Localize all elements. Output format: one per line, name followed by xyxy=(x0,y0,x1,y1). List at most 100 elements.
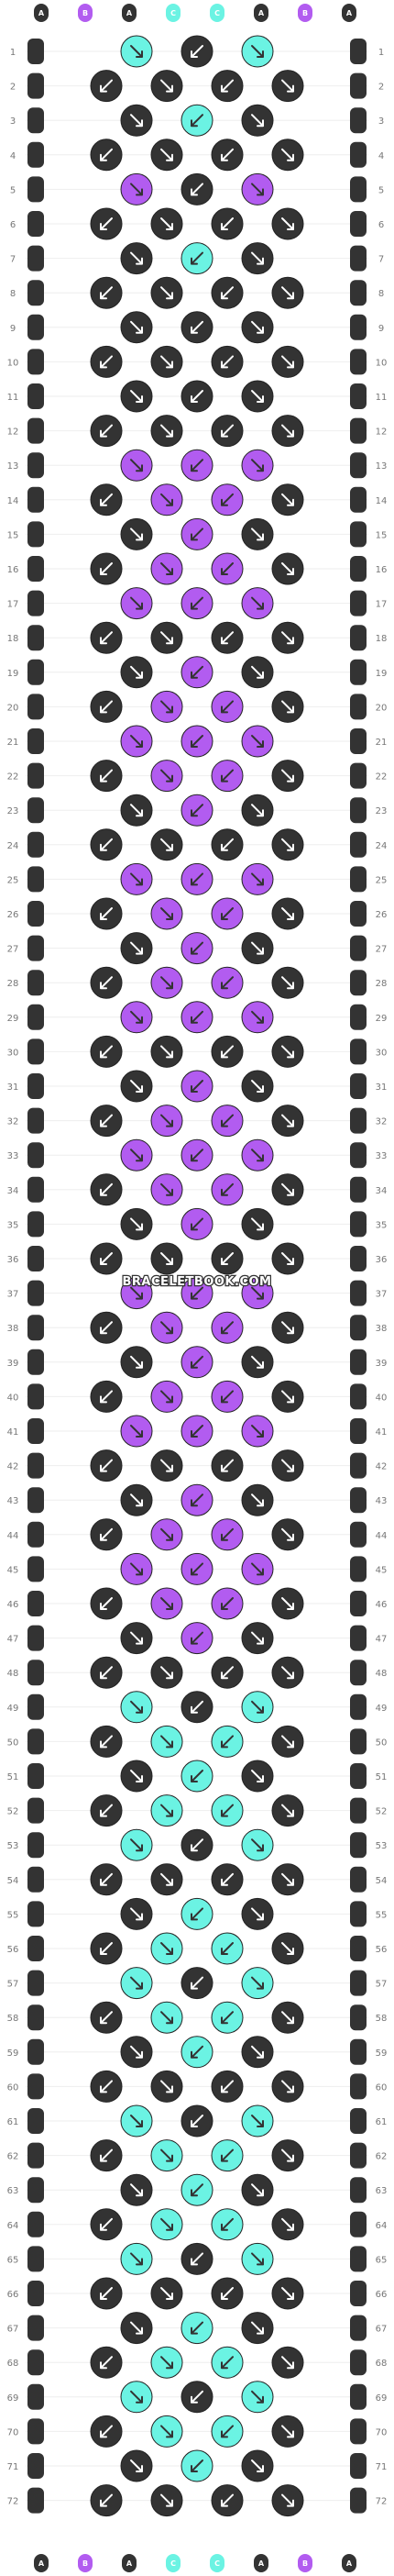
row-number-right: 59 xyxy=(376,2049,388,2059)
knot-arrow-icon xyxy=(160,2080,173,2093)
knot-arrow-icon xyxy=(160,1459,173,1472)
row-number-left: 10 xyxy=(7,358,19,368)
knot-arrow-icon xyxy=(251,251,264,265)
row-number-left: 40 xyxy=(7,1393,19,1403)
knot-arrow-icon xyxy=(130,114,143,128)
row-number-right: 51 xyxy=(376,1772,388,1782)
row-number-left: 51 xyxy=(7,1772,19,1782)
edge-strand-right xyxy=(350,452,367,479)
knot-arrow-icon xyxy=(100,217,113,230)
edge-strand-left xyxy=(27,383,44,409)
knot-arrow-icon xyxy=(100,2149,113,2162)
edge-strand-right xyxy=(350,1038,367,1065)
row-number-left: 50 xyxy=(7,1738,19,1748)
knot-arrow-icon xyxy=(251,1770,264,1782)
row-number-left: 48 xyxy=(7,1669,19,1679)
knot-arrow-icon xyxy=(221,1527,234,1541)
knot-arrow-icon xyxy=(100,1804,113,1817)
knot-arrow-icon xyxy=(281,1459,294,1472)
knot-arrow-icon xyxy=(281,1872,294,1886)
knot-arrow-icon xyxy=(251,1631,264,1645)
knot-arrow-icon xyxy=(221,1183,234,1196)
row-number-left: 32 xyxy=(7,1117,19,1127)
knot-arrow-icon xyxy=(221,562,234,575)
knot-arrow-icon xyxy=(160,1942,173,1955)
row-number-left: 7 xyxy=(10,255,16,265)
knot-arrow-icon xyxy=(100,769,113,783)
edge-strand-right xyxy=(350,1591,367,1616)
knot-arrow-icon xyxy=(191,1010,203,1024)
row-number-right: 1 xyxy=(378,48,384,58)
edge-strand-right xyxy=(350,2246,367,2272)
row-number-right: 68 xyxy=(376,2359,388,2369)
knot-arrow-icon xyxy=(251,596,264,610)
knot-arrow-icon xyxy=(221,1942,234,1955)
knot-arrow-icon xyxy=(160,1735,173,1749)
knot-arrow-icon xyxy=(100,2011,113,2025)
edge-strand-left xyxy=(27,831,44,858)
row-number-left: 24 xyxy=(7,841,19,851)
knot-arrow-icon xyxy=(160,1183,173,1196)
strand-color-tab xyxy=(166,4,181,22)
row-number-left: 49 xyxy=(7,1704,19,1714)
strand-letter: C xyxy=(214,9,220,17)
knot-arrow-icon xyxy=(221,286,234,300)
knot-arrow-icon xyxy=(160,1872,173,1886)
edge-strand-left xyxy=(27,107,44,134)
row-number-left: 63 xyxy=(7,2186,19,2196)
edge-strand-right xyxy=(350,2211,367,2237)
row-number-left: 41 xyxy=(7,1427,19,1438)
knot-arrow-icon xyxy=(281,355,294,369)
knot-arrow-icon xyxy=(100,1252,113,1265)
knot-arrow-icon xyxy=(191,459,203,472)
row-number-left: 8 xyxy=(10,289,16,299)
edge-strand-right xyxy=(350,1383,367,1410)
knot-arrow-icon xyxy=(281,700,294,714)
edge-strand-right xyxy=(350,141,367,168)
row-number-right: 49 xyxy=(376,1704,388,1714)
edge-strand-left xyxy=(27,452,44,479)
edge-strand-right xyxy=(350,1901,367,1927)
row-number-left: 70 xyxy=(7,2427,19,2437)
edge-strand-right xyxy=(350,1763,367,1789)
knot-arrow-icon xyxy=(130,1838,143,1852)
knot-arrow-icon xyxy=(160,631,173,645)
row-number-right: 3 xyxy=(378,117,384,127)
knot-arrow-icon xyxy=(221,1045,234,1059)
strand-color-tab xyxy=(78,4,93,22)
knot-arrow-icon xyxy=(100,838,113,851)
knot-arrow-icon xyxy=(160,286,173,300)
edge-strand-right xyxy=(350,383,367,409)
edge-strand-left xyxy=(27,417,44,444)
edge-strand-right xyxy=(350,1797,367,1824)
edge-strand-left xyxy=(27,1970,44,1996)
knot-arrow-icon xyxy=(100,1390,113,1404)
row-number-right: 4 xyxy=(378,151,384,161)
edge-strand-right xyxy=(350,2383,367,2410)
strand-letter: A xyxy=(346,9,353,17)
strand-letter: B xyxy=(302,9,308,17)
knot-arrow-icon xyxy=(251,114,264,128)
edge-strand-right xyxy=(350,1487,367,1514)
knot-arrow-icon xyxy=(251,1286,264,1300)
knot-arrow-icon xyxy=(130,2045,143,2059)
knot-arrow-icon xyxy=(130,941,143,955)
edge-strand-left xyxy=(27,556,44,582)
knot-arrow-icon xyxy=(160,1804,173,1817)
knot-arrow-icon xyxy=(281,1735,294,1749)
row-number-right: 36 xyxy=(376,1255,388,1265)
knot-arrow-icon xyxy=(281,631,294,645)
edge-strand-left xyxy=(27,1693,44,1720)
knot-arrow-icon xyxy=(191,251,203,265)
knot-arrow-icon xyxy=(130,2115,143,2127)
row-number-left: 29 xyxy=(7,1014,19,1024)
edge-strand-right xyxy=(350,39,367,64)
knot-arrow-icon xyxy=(130,1080,143,1093)
knot-arrow-icon xyxy=(281,769,294,783)
row-number-right: 60 xyxy=(376,2082,388,2093)
edge-strand-right xyxy=(350,211,367,237)
row-number-left: 33 xyxy=(7,1151,19,1161)
edge-strand-right xyxy=(350,901,367,927)
knot-arrow-icon xyxy=(160,493,173,506)
knot-arrow-icon xyxy=(281,1114,294,1127)
